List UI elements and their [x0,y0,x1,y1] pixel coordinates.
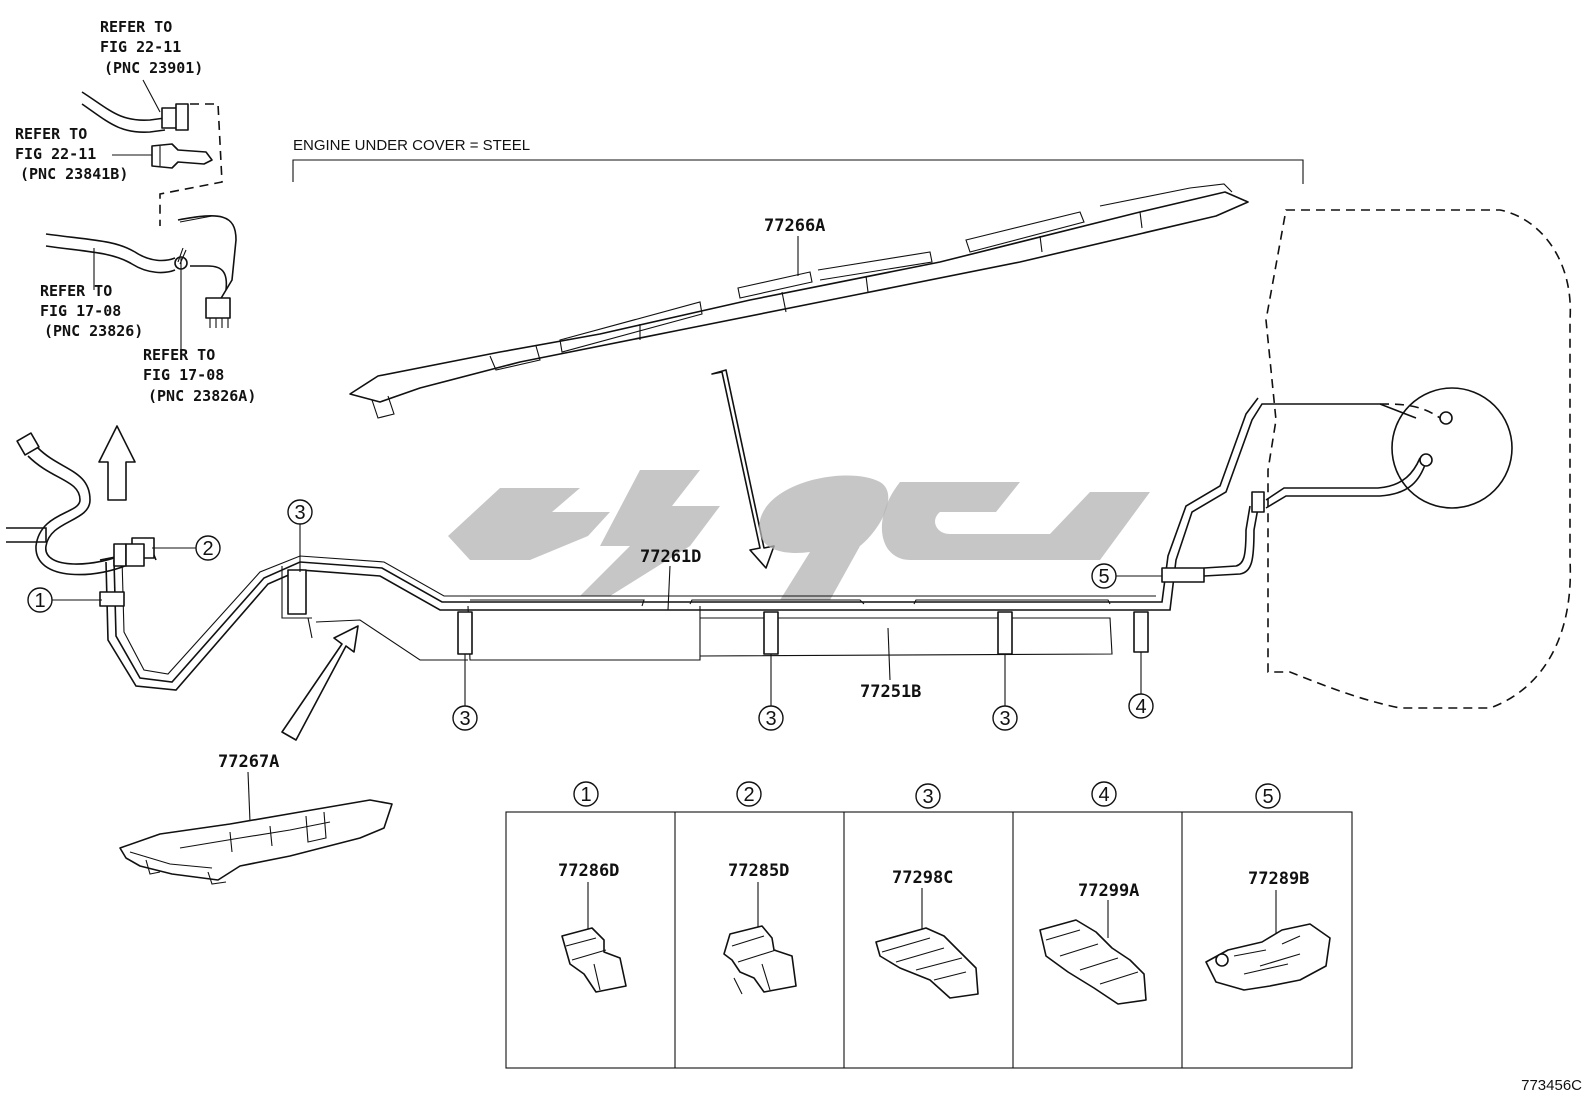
ref-line: (PNC 23901) [104,59,203,77]
ref-line: (PNC 23826) [44,322,143,340]
ref-line: REFER TO [40,282,112,300]
ref-line: FIG 17-08 [40,302,121,320]
clamp-marker [997,611,1013,655]
part-label-77266a: 77266A [764,216,825,236]
clamp-marker [287,569,307,615]
leader-77267a [247,771,251,823]
clamp-number: 1 [580,784,591,806]
watermark-logo [448,470,1150,600]
callout-number: 5 [1098,566,1109,588]
ref-line: REFER TO [15,125,87,143]
hose-bracket-detail [112,143,213,169]
ref-line: REFER TO [100,18,172,36]
up-arrow-icon [98,425,136,501]
upper-fuel-hose-detail [81,79,189,133]
engine-under-cover-77266a [349,183,1249,419]
callout-3-a: 3 [452,654,478,731]
connector-dashed-lines [159,103,223,226]
ref-line: FIG 22-11 [100,38,181,56]
clamp-cell-1: 1 77286D [558,781,627,993]
clamp-part-number: 77299A [1078,881,1139,901]
ref-note-pnc-23826: REFER TO FIG 17-08 (PNC 23826) [40,282,143,340]
callout-number: 3 [999,708,1010,730]
clamp-table [505,811,1353,1069]
clamp-cell-3: 3 77298C [875,783,979,999]
clamp-cell-5: 5 77289B [1205,783,1331,991]
diagonal-arrow-icon [281,625,359,741]
cover-label: ENGINE UNDER COVER = STEEL [293,137,530,154]
callout-number: 3 [765,708,776,730]
illustration-id: 773456C [1521,1077,1582,1094]
ref-note-pnc-23901: REFER TO FIG 22-11 (PNC 23901) [100,18,203,77]
callout-number: 3 [459,708,470,730]
ref-note-pnc-23841b: REFER TO FIG 22-11 (PNC 23841B) [15,125,128,183]
clamp-marker [1161,567,1205,583]
callout-number: 1 [34,590,45,612]
clamp-number: 3 [922,786,933,808]
callout-number: 2 [202,538,213,560]
clamp-part-number: 77289B [1248,869,1309,889]
clamp-cell-2: 2 77285D [723,781,797,995]
ref-line: REFER TO [143,346,215,364]
clamp-number: 2 [743,784,754,806]
vapor-hose-detail [45,215,237,352]
clamp-number: 5 [1262,786,1273,808]
leader-77251b [887,627,891,681]
ref-line: (PNC 23826A) [148,387,256,405]
ref-line: FIG 22-11 [15,145,96,163]
clamp-bracket [281,566,312,619]
part-label-77261d: 77261D [640,547,701,567]
down-arrow-icon [711,369,775,569]
clamp-number: 4 [1098,784,1109,806]
callout-3-b: 3 [758,654,784,731]
part-label-77251b: 77251B [860,682,921,702]
callout-number: 4 [1135,696,1146,718]
ref-note-pnc-23826a: REFER TO FIG 17-08 (PNC 23826A) [143,346,256,405]
clamp-part-number: 77286D [558,861,619,881]
clamp-part-number: 77285D [728,861,789,881]
clamp-marker [763,611,779,655]
cover-bracket [292,159,1304,184]
clamp-part-number: 77298C [892,868,953,888]
callout-2-left: 2 [152,535,221,561]
clamp-marker [1133,611,1149,653]
callout-5: 5 [1091,563,1162,589]
fuel-tank-outline [1203,209,1572,709]
callout-number: 3 [294,502,305,524]
ref-line: FIG 17-08 [143,366,224,384]
clamp-marker [125,543,145,567]
leader-77261d [667,565,671,611]
protector-77267a [119,799,393,885]
ref-line: (PNC 23841B) [20,165,128,183]
clamp-marker [457,611,473,655]
callout-4: 4 [1128,652,1154,719]
clamp-marker [99,591,125,607]
clamp-cell-4: 4 77299A [1039,781,1147,1005]
fuel-tube-routing [6,397,1417,691]
callout-3-top: 3 [287,499,313,572]
part-label-77267a: 77267A [218,752,279,772]
protector-77261d [307,599,1113,661]
callout-1-left: 1 [27,587,102,613]
callout-3-c: 3 [992,654,1018,731]
